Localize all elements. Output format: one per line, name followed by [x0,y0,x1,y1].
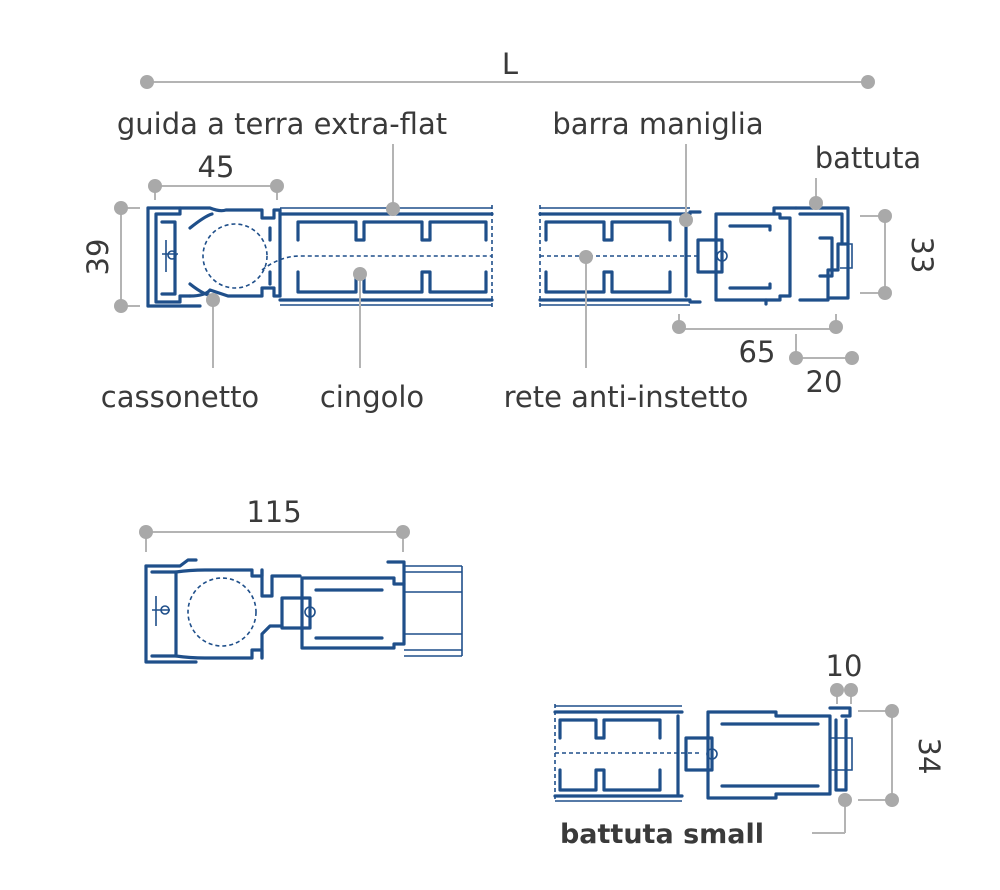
dimension-33: 33 [860,209,939,300]
dim-115-label: 115 [246,495,301,529]
insect-net-label: rete anti-instetto [504,380,749,414]
profile-closed [144,558,463,664]
dimension-39: 39 [81,201,140,313]
stop-small-label: battuta small [560,819,764,850]
handle-bar-label: barra maniglia [552,107,763,141]
box-label: cassonetto [101,380,259,414]
profile-stop-small [553,704,853,802]
stop-label: battuta [815,141,921,175]
dim-39-label: 39 [81,239,115,276]
profile-box-guide [146,205,494,308]
dimension-10: 10 [826,649,863,704]
dimension-115: 115 [139,495,410,552]
track-label: cingolo [320,380,424,414]
dim-33-label: 33 [905,237,939,274]
floor-guide-label: guida a terra extra-flat [117,107,447,141]
length-label: L [502,47,518,81]
dimension-45: 45 [148,150,284,200]
callout-box: cassonetto [101,293,259,414]
dim-65-label: 65 [739,335,776,369]
dimension-65: 65 [672,314,843,369]
profile-handle-stop [538,205,853,308]
callout-handle-bar: barra maniglia [552,107,764,227]
dim-34-label: 34 [912,738,946,775]
dim-45-label: 45 [198,150,235,184]
callout-floor-guide: guida a terra extra-flat [117,107,447,216]
callout-stop-small: battuta small [560,793,852,850]
callout-track: cingolo [320,267,424,414]
callout-insect-net: rete anti-instetto [504,250,749,414]
callout-stop: battuta [809,141,921,210]
dimension-34: 34 [858,704,946,807]
dimension-20: 20 [789,334,859,399]
dim-20-label: 20 [806,365,843,399]
dim-10-label: 10 [826,649,863,683]
dimension-length: L [140,47,875,89]
